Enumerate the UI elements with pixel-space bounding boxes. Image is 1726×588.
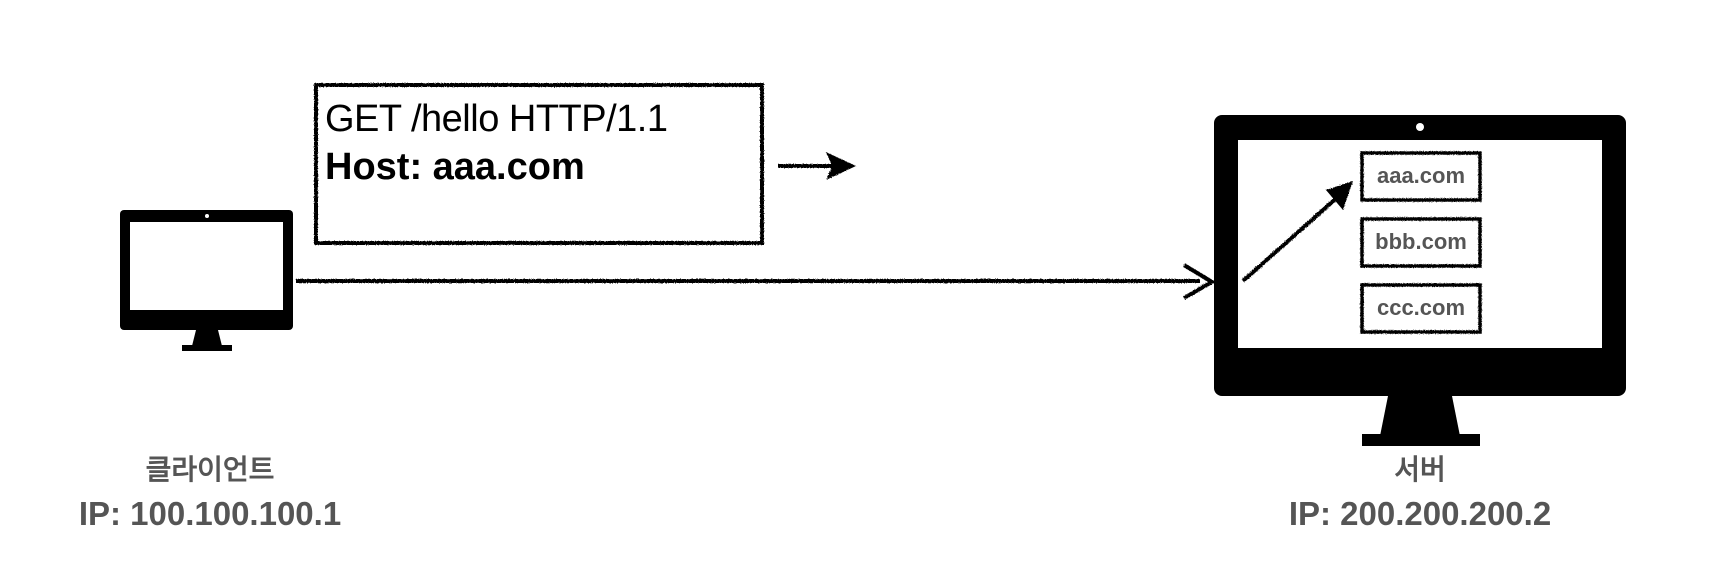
server-monitor-icon (1214, 115, 1626, 446)
server-name-label: 서버 (1394, 454, 1446, 485)
client-ip-label: IP: 100.100.100.1 (78, 495, 342, 532)
client-to-server-arrow (296, 263, 1216, 300)
site-label-aaa: aaa.com (1376, 163, 1466, 188)
site-label-bbb: bbb.com (1375, 229, 1467, 254)
routing-arrow-to-aaa (1241, 181, 1353, 283)
site-box-bbb (1360, 217, 1482, 268)
site-box-aaa (1360, 151, 1482, 202)
site-box-ccc (1360, 283, 1482, 334)
client-monitor-icon (120, 210, 293, 351)
server-ip-label: IP: 200.200.200.2 (1288, 495, 1552, 532)
site-label-ccc: ccc.com (1376, 295, 1466, 320)
host-header: Host: aaa.com (325, 146, 585, 188)
request-direction-arrow (778, 152, 856, 180)
client-name-label: 클라이언트 (145, 454, 275, 485)
request-box (314, 83, 764, 245)
request-line: GET /hello HTTP/1.1 (325, 98, 668, 140)
